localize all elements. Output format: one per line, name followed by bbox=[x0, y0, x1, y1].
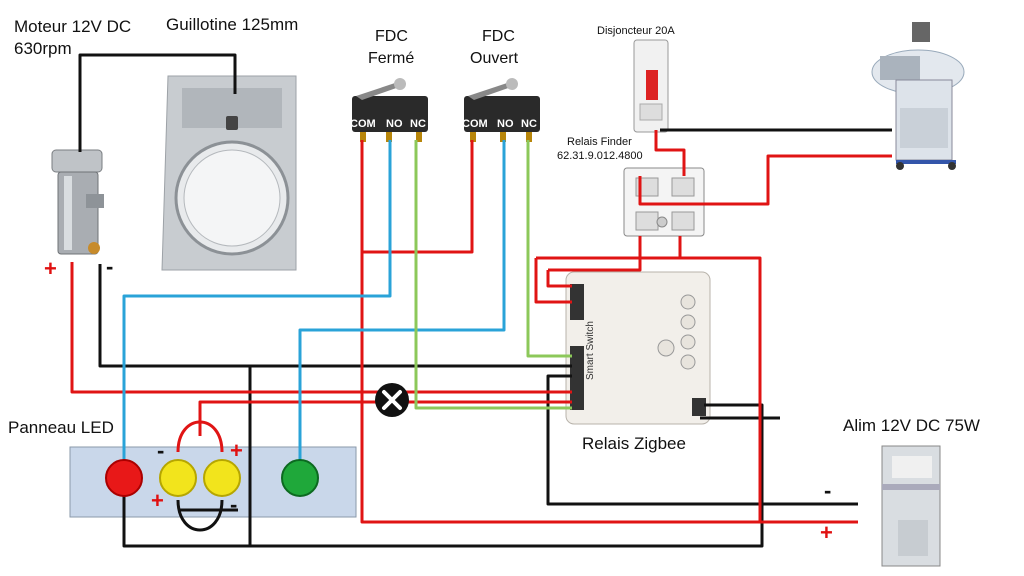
led-plus-sign-2: + bbox=[151, 488, 164, 513]
wire-black bbox=[98, 264, 572, 368]
guillotine-image bbox=[161, 75, 297, 271]
wire-red bbox=[70, 262, 572, 394]
wire-red bbox=[536, 256, 762, 288]
pin-com-ferme: COM bbox=[350, 118, 376, 130]
wire-red bbox=[176, 420, 224, 453]
wire-black bbox=[78, 53, 237, 152]
micro-switch-ferme bbox=[352, 78, 428, 142]
panneau-led-label: Panneau LED bbox=[8, 418, 114, 437]
motor-image bbox=[51, 149, 104, 255]
wire-red bbox=[198, 400, 572, 436]
power-supply-image bbox=[881, 445, 941, 567]
motor-rpm-label: 630rpm bbox=[14, 39, 72, 58]
led-green bbox=[281, 459, 319, 497]
wire-red bbox=[176, 499, 224, 532]
led-minus-sign: - bbox=[157, 438, 165, 463]
wire-black bbox=[250, 403, 764, 548]
led-minus-sign-2: - bbox=[230, 492, 238, 517]
wire-red bbox=[362, 140, 474, 254]
wire-red bbox=[534, 258, 572, 304]
relais-zigbee-label: Relais Zigbee bbox=[582, 434, 686, 453]
relais-finder-model: 62.31.9.012.4800 bbox=[557, 150, 643, 162]
fdc-ouvert-sublabel: Ouvert bbox=[470, 50, 519, 67]
wire-red bbox=[546, 270, 572, 288]
wire-blue bbox=[298, 140, 506, 462]
pin-com-ouvert: COM bbox=[462, 118, 488, 130]
wire-red bbox=[654, 130, 686, 176]
finder-relay-image bbox=[623, 167, 705, 237]
alim-plus-sign: + bbox=[820, 520, 833, 545]
circuit-breaker-image bbox=[633, 39, 669, 133]
cross-mark-icon bbox=[375, 383, 409, 417]
fdc-ouvert-label: FDC bbox=[482, 28, 515, 45]
wire-green bbox=[526, 140, 572, 358]
led-red bbox=[105, 459, 143, 497]
zigbee-module-name: Smart Switch bbox=[585, 321, 596, 380]
motor-minus-sign: - bbox=[106, 254, 114, 279]
alim-label: Alim 12V DC 75W bbox=[843, 416, 980, 435]
led-yellow bbox=[159, 459, 197, 497]
disjoncteur-label: Disjoncteur 20A bbox=[597, 25, 675, 37]
pin-no-ouvert: NO bbox=[497, 118, 514, 130]
wire-blue bbox=[122, 140, 392, 462]
pin-nc-ferme: NC bbox=[410, 118, 426, 130]
motor-plus-sign: + bbox=[44, 256, 57, 281]
motor-label: Moteur 12V DC bbox=[14, 17, 132, 36]
pin-no-ferme: NO bbox=[386, 118, 403, 130]
guillotine-label: Guillotine 125mm bbox=[166, 15, 299, 34]
wire-red bbox=[638, 154, 892, 206]
wire-black bbox=[122, 366, 252, 548]
fdc-ferme-label: FDC bbox=[375, 28, 408, 45]
fdc-ferme-sublabel: Fermé bbox=[368, 50, 415, 67]
wire-green bbox=[414, 140, 572, 410]
relais-finder-label: Relais Finder bbox=[567, 136, 632, 148]
zigbee-relay-module bbox=[565, 271, 711, 425]
dust-collector-image bbox=[871, 22, 965, 170]
wire-black bbox=[546, 374, 858, 506]
wire-red bbox=[548, 236, 642, 272]
led-plus-sign: + bbox=[230, 438, 243, 463]
micro-switch-ouvert bbox=[464, 78, 540, 142]
pin-nc-ouvert: NC bbox=[521, 118, 537, 130]
alim-minus-sign: - bbox=[824, 478, 832, 503]
led-yellow bbox=[203, 459, 241, 497]
